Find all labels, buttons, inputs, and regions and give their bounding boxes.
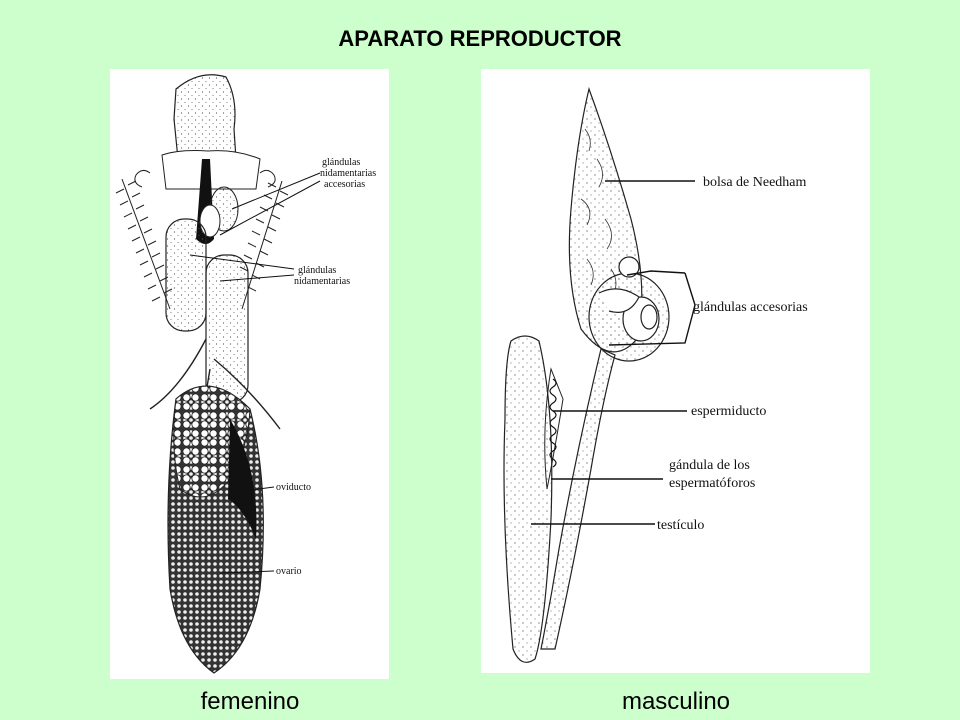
label-spermatophore-gland-1: gándula de los <box>669 458 750 473</box>
left-gill <box>115 178 173 310</box>
label-ovary: ovario <box>276 566 302 577</box>
label-needham-sac: bolsa de Needham <box>703 175 807 190</box>
label-testis: testículo <box>657 518 704 533</box>
spermiduct <box>540 348 616 650</box>
oviduct <box>228 419 257 539</box>
nidamental-gland-left <box>165 218 207 332</box>
accessory-glands <box>588 256 670 362</box>
male-diagram-panel: bolsa de Needham glándulas accesorias es… <box>481 69 870 673</box>
male-leader-lines <box>531 180 696 525</box>
label-accessory-1: glándulas <box>322 157 360 168</box>
mantle-head <box>173 74 237 160</box>
female-caption: femenino <box>200 688 300 715</box>
testis <box>503 335 553 663</box>
male-reproductive-system-illustration: bolsa de Needham glándulas accesorias es… <box>503 86 808 663</box>
nidamental-gland-right <box>205 254 249 404</box>
slide-title: APARATO REPRODUCTOR <box>338 26 622 51</box>
label-accessory-glands: glándulas accesorias <box>693 300 808 315</box>
female-diagram-panel: glándulas nidamentarias accesorias glánd… <box>110 69 389 679</box>
label-accessory-3: accesorias <box>324 179 365 190</box>
female-reproductive-system-illustration: glándulas nidamentarias accesorias glánd… <box>115 74 376 674</box>
female-leader-lines <box>189 172 321 574</box>
label-accessory-2: nidamentarias <box>320 168 376 179</box>
label-nidamental-2: nidamentarias <box>294 276 350 287</box>
label-spermiduct: espermiducto <box>691 404 766 419</box>
label-spermatophore-gland-2: espermatóforos <box>669 476 755 491</box>
label-oviduct: oviducto <box>276 482 311 493</box>
label-nidamental-1: glándulas <box>298 265 336 276</box>
male-caption: masculino <box>621 688 731 715</box>
